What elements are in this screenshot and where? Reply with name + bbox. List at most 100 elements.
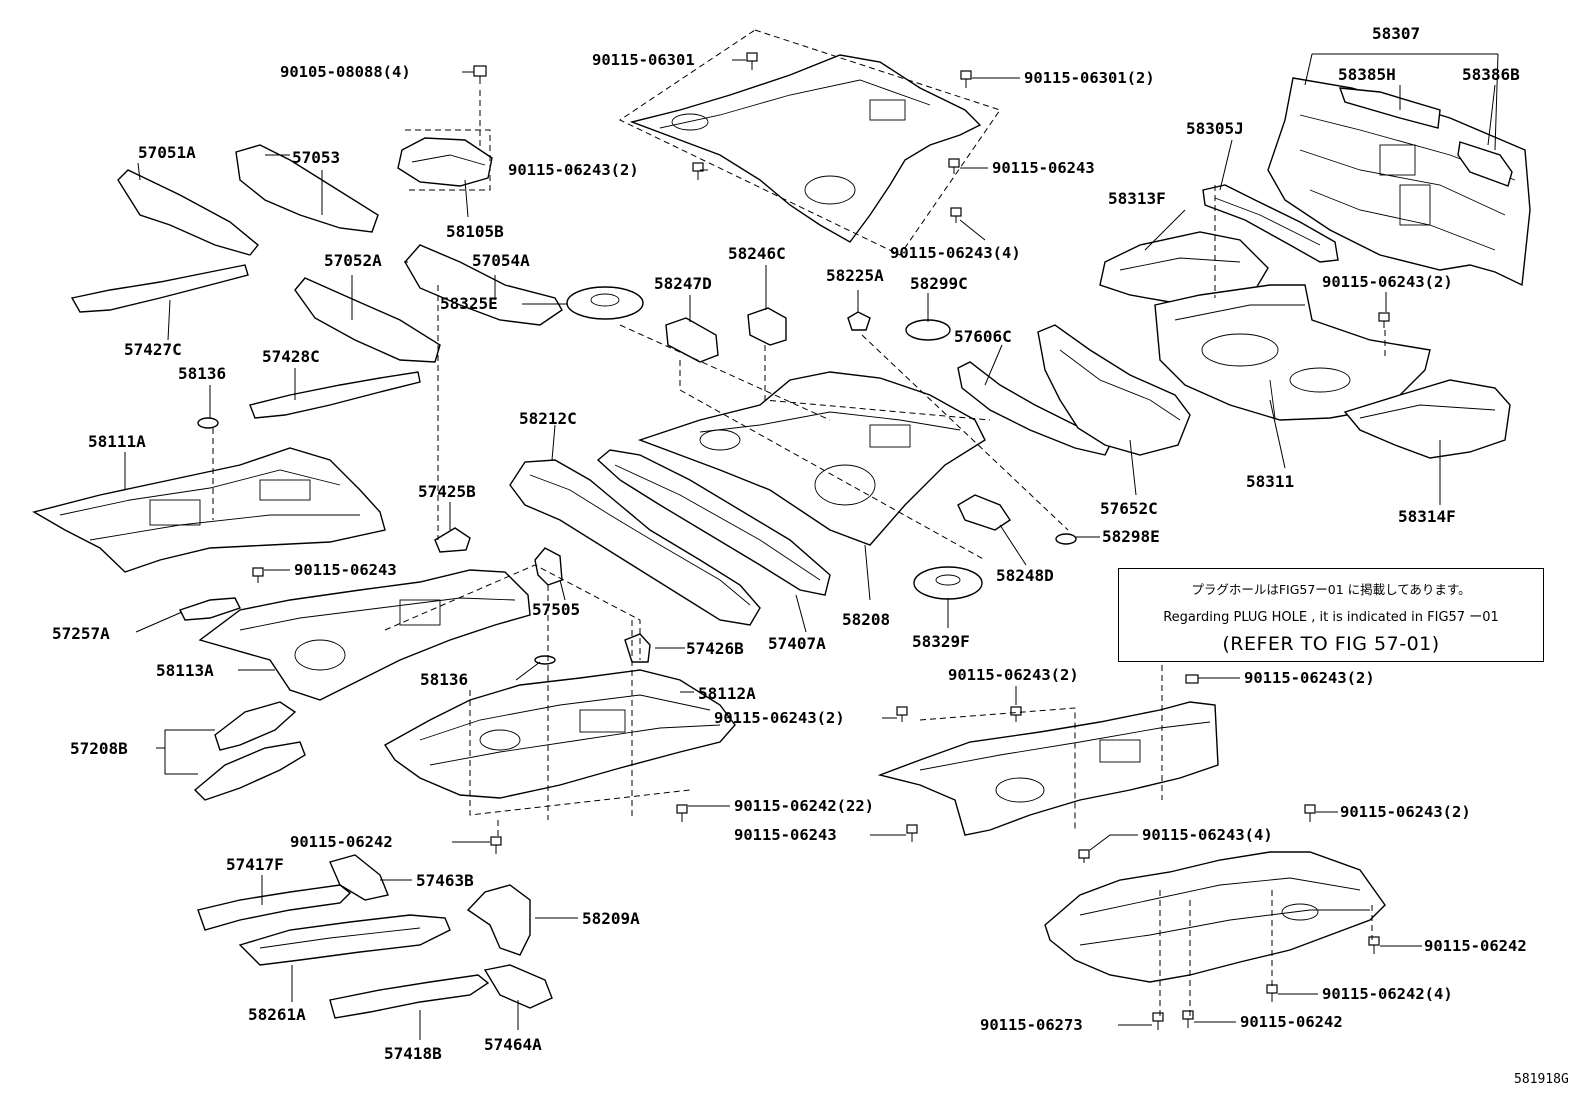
- bolt-label-90115-06243-2-e: 90115-06243(2): [714, 709, 845, 727]
- label-57428C: 57428C: [262, 347, 320, 366]
- bolt-label-90115-06243-4-a: 90115-06243(4): [890, 244, 1021, 262]
- bolt-label-90115-06243-a: 90115-06243: [992, 159, 1095, 177]
- bolt-label-90115-06243-2-a: 90115-06243(2): [508, 161, 639, 179]
- label-58386B: 58386B: [1462, 65, 1520, 84]
- label-57426B: 57426B: [686, 639, 744, 658]
- part-58246C-shape: [747, 307, 787, 346]
- label-57208B: 57208B: [70, 739, 128, 758]
- part-58111A-shape: [32, 447, 386, 573]
- bolt-label-90115-06242-22: 90115-06242(22): [734, 797, 874, 815]
- note-english-text: Regarding PLUG HOLE , it is indicated in…: [1163, 610, 1499, 625]
- label-57417F: 57417F: [226, 855, 284, 874]
- part-57427C-shape: [70, 264, 249, 313]
- bolt-label-90115-06243-2-b: 90115-06243(2): [1322, 273, 1453, 291]
- label-58111A: 58111A: [88, 432, 146, 451]
- label-58314F: 58314F: [1398, 507, 1456, 526]
- label-58307: 58307: [1372, 24, 1420, 43]
- bolt-label-90115-06273: 90115-06273: [980, 1016, 1083, 1034]
- label-58385H: 58385H: [1338, 65, 1396, 84]
- bolt-label-90115-06242-b: 90115-06242: [1424, 937, 1527, 955]
- label-58329F: 58329F: [912, 632, 970, 651]
- part-58208-shape: [596, 449, 831, 596]
- label-57425B: 57425B: [418, 482, 476, 501]
- part-58305J-shape: [1202, 184, 1339, 263]
- bolt-label-90115-06301-2: 90115-06301(2): [1024, 69, 1155, 87]
- label-58299C: 58299C: [910, 274, 968, 293]
- fastener-icons: [252, 52, 1390, 1030]
- figure-code: 581918G: [1514, 1072, 1569, 1087]
- part-58136a-shape: [197, 417, 219, 429]
- part-57425B-shape: [434, 527, 471, 553]
- bolt-label-90115-06243-c: 90115-06243: [734, 826, 837, 844]
- label-57606C: 57606C: [954, 327, 1012, 346]
- label-57505: 57505: [532, 600, 580, 619]
- part-57463B-shape: [329, 854, 389, 901]
- label-58208: 58208: [842, 610, 890, 629]
- label-57053: 57053: [292, 148, 340, 167]
- bolt-label-90115-06243-2-f: 90115-06243(2): [1340, 803, 1471, 821]
- part-58225A-shape: [847, 311, 871, 331]
- label-57052A: 57052A: [324, 251, 382, 270]
- bolt-label-90115-06243-2-c: 90115-06243(2): [948, 666, 1079, 684]
- part-58299C-shape: [905, 319, 951, 341]
- label-58311: 58311: [1246, 472, 1294, 491]
- dashed-lines: [212, 29, 1386, 1018]
- label-58246C: 58246C: [728, 244, 786, 263]
- part-58314F-shape: [1343, 379, 1511, 459]
- part-57606C-shape: [957, 361, 1111, 456]
- bolt-label-90115-06242-4: 90115-06242(4): [1322, 985, 1453, 1003]
- label-58305J: 58305J: [1186, 119, 1244, 138]
- part-57426B-shape: [624, 633, 651, 663]
- leader-lines: [124, 53, 1499, 1040]
- part-58311-shape: [1154, 284, 1431, 421]
- label-57051A: 57051A: [138, 143, 196, 162]
- bolt-label-90115-06243-b: 90115-06243: [294, 561, 397, 579]
- label-58212C: 58212C: [519, 409, 577, 428]
- part-58298E-shape: [1055, 533, 1077, 545]
- bolt-label-90105-08088-4: 90105-08088(4): [280, 63, 411, 81]
- part-58386B-shape: [1457, 141, 1513, 187]
- label-58225A: 58225A: [826, 266, 884, 285]
- part-57505-shape: [534, 547, 563, 586]
- label-58325E: 58325E: [440, 294, 498, 313]
- part-58105B-shape: [397, 137, 493, 187]
- part-58248D-shape: [957, 494, 1011, 531]
- part-58136b-shape: [534, 655, 556, 665]
- bolt-label-90115-06243-4-b: 90115-06243(4): [1142, 826, 1273, 844]
- part-labels: 58307 58385H 58386B 58305J 58313F 58311 …: [52, 24, 1520, 1063]
- label-57257A: 57257A: [52, 624, 110, 643]
- label-57463B: 57463B: [416, 871, 474, 890]
- note-reference-text: (REFER TO FIG 57-01): [1222, 633, 1440, 655]
- label-58136-lower: 58136: [420, 670, 468, 689]
- label-57407A: 57407A: [768, 634, 826, 653]
- part-57428C-shape: [249, 371, 421, 419]
- part-57417F-shape: [197, 884, 352, 931]
- part-right-floor-lower-shape: [1044, 851, 1386, 983]
- bolt-label-90115-06243-2-d: 90115-06243(2): [1244, 669, 1375, 687]
- label-58261A: 58261A: [248, 1005, 306, 1024]
- part-57054A-shape: [404, 244, 563, 326]
- part-57051A-shape: [117, 169, 259, 256]
- label-58313F: 58313F: [1108, 189, 1166, 208]
- label-58112A: 58112A: [698, 684, 756, 703]
- bolt-label-90115-06301-top: 90115-06301: [592, 51, 695, 69]
- label-57652C: 57652C: [1100, 499, 1158, 518]
- part-58209A-shape: [466, 884, 531, 956]
- part-57257A-shape: [179, 597, 241, 621]
- part-58329F-shape: [913, 566, 983, 600]
- part-58325E-shape: [566, 286, 644, 320]
- plug-hole-note: プラグホールはFIG57ー01 に掲載してあります。 Regarding PLU…: [1118, 568, 1544, 662]
- bolt-label-90115-06242-c: 90115-06242: [1240, 1013, 1343, 1031]
- label-58136-upper: 58136: [178, 364, 226, 383]
- part-57652C-shape: [1037, 324, 1191, 456]
- bolt-labels: 90105-08088(4) 90115-06301 90115-06301(2…: [280, 51, 1527, 1034]
- label-57418B: 57418B: [384, 1044, 442, 1063]
- part-57418B-shape: [329, 974, 490, 1019]
- label-58248D: 58248D: [996, 566, 1054, 585]
- part-right-floor-upper-shape: [877, 701, 1219, 836]
- label-57427C: 57427C: [124, 340, 182, 359]
- label-58298E: 58298E: [1102, 527, 1160, 546]
- label-57054A: 57054A: [472, 251, 530, 270]
- part-58385H-shape: [1338, 87, 1441, 129]
- label-57464A: 57464A: [484, 1035, 542, 1054]
